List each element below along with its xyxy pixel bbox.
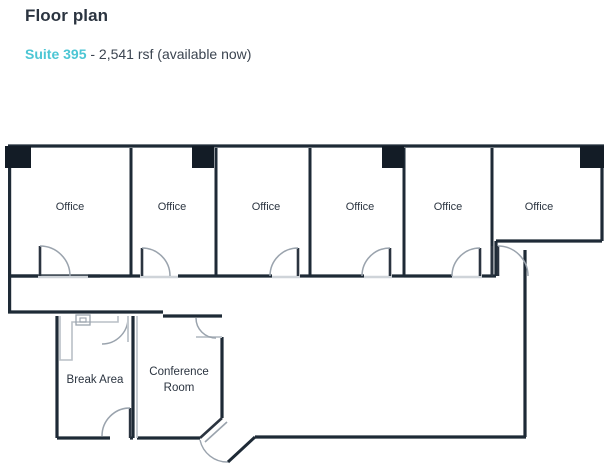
floor-plan-svg[interactable]: Office Office Office Office Office Offic…: [0, 130, 610, 474]
door-conference-angled[interactable]: [199, 417, 257, 464]
wall-group: [8, 144, 604, 440]
label-conference-room-line2: Room: [164, 382, 195, 394]
room-label-group: Office Office Office Office Office Offic…: [56, 201, 554, 394]
page-title: Floor plan: [25, 6, 109, 25]
label-conference-room-line1: Conference: [149, 366, 208, 378]
door-office-6[interactable]: [490, 245, 529, 277]
door-office-4[interactable]: [361, 247, 392, 277]
door-group-offices[interactable]: [38, 245, 529, 277]
label-office-6: Office: [525, 201, 554, 213]
door-break-area-top[interactable]: [101, 316, 129, 345]
label-office-4: Office: [346, 201, 375, 213]
door-break-area-bottom[interactable]: [101, 407, 132, 438]
door-group-lower[interactable]: [101, 316, 257, 464]
sink-icon: [75, 314, 91, 326]
door-office-5[interactable]: [451, 247, 482, 277]
suite-subtitle: Suite 395 - 2,541 rsf (available now): [25, 46, 251, 62]
column-group: [5, 146, 604, 168]
column-top-right: [580, 146, 604, 168]
door-conference-right[interactable]: [195, 317, 222, 339]
label-office-3: Office: [252, 201, 281, 213]
column-top-mid-1: [192, 146, 214, 168]
column-top-mid-2: [382, 146, 404, 168]
door-office-2[interactable]: [140, 247, 171, 277]
label-office-5: Office: [434, 201, 463, 213]
suite-detail: - 2,541 rsf (available now): [86, 46, 252, 62]
label-break-area: Break Area: [67, 374, 124, 386]
door-office-1[interactable]: [38, 245, 71, 277]
label-office-1: Office: [56, 201, 85, 213]
kitchen-counter: [59, 314, 119, 361]
floor-plan-canvas[interactable]: Office Office Office Office Office Offic…: [0, 130, 610, 474]
column-top-left: [5, 146, 31, 168]
label-office-2: Office: [158, 201, 187, 213]
suite-name: Suite 395: [25, 46, 87, 62]
door-office-3[interactable]: [269, 247, 300, 277]
